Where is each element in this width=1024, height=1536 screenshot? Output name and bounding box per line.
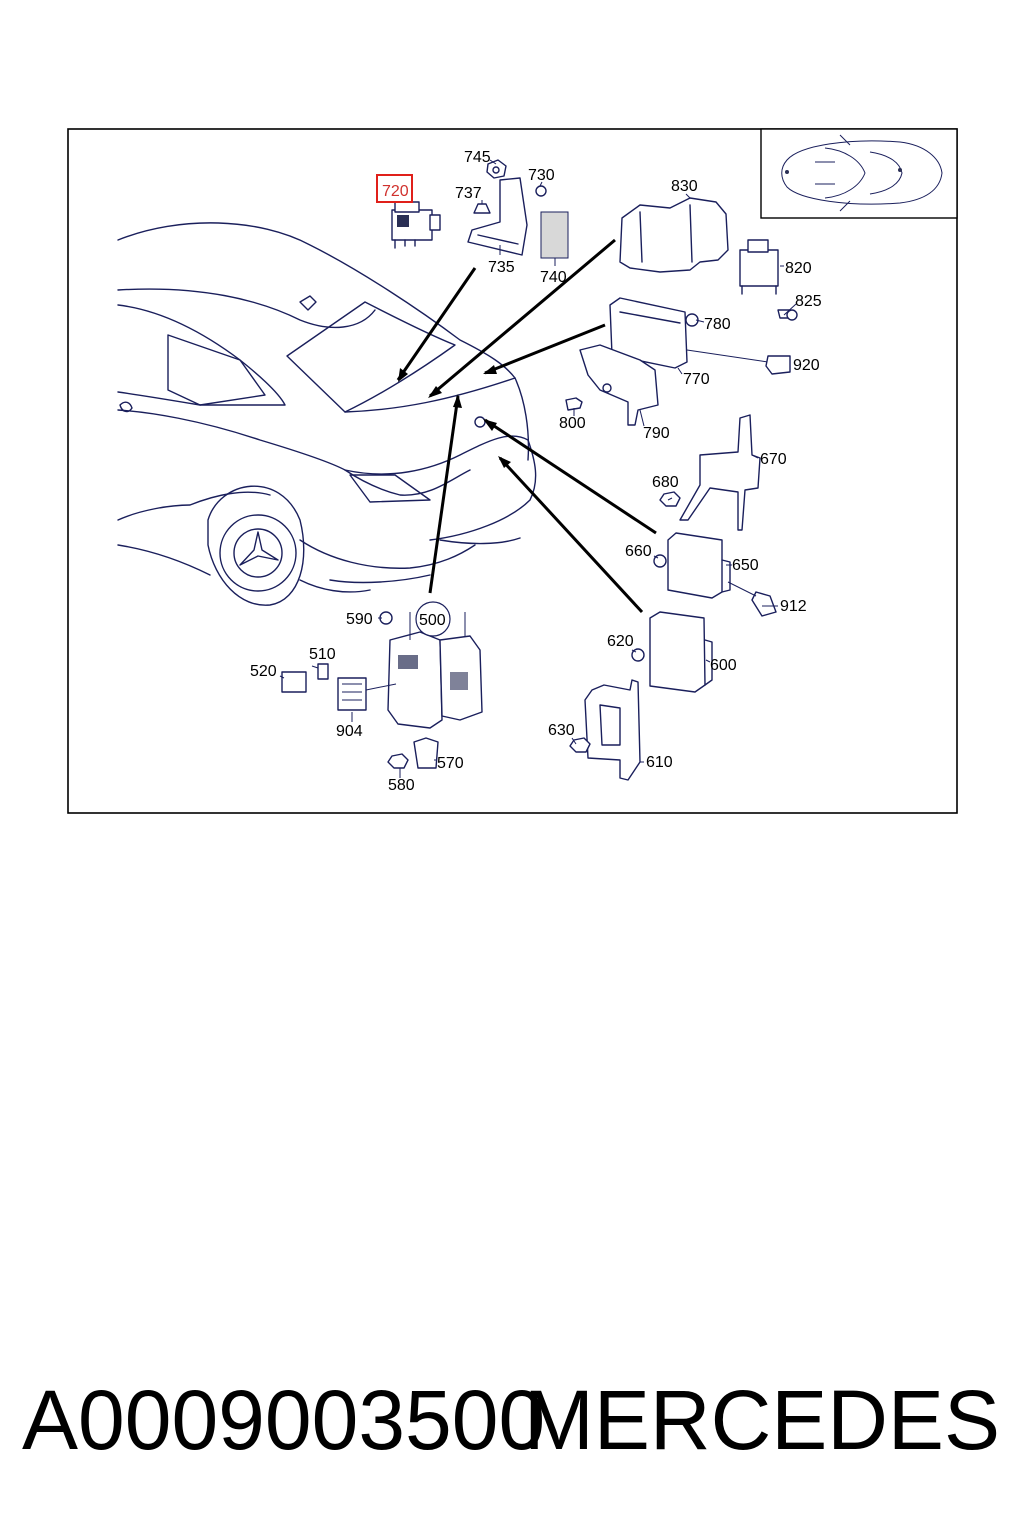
label-670: 670 (760, 451, 787, 468)
label-830: 830 (671, 178, 698, 195)
part-745-nut (486, 159, 507, 179)
label-500: 500 (419, 612, 446, 629)
pointer-arrows (396, 238, 657, 614)
vehicle-rear-view-drawing (117, 222, 537, 606)
label-737: 737 (455, 185, 482, 202)
label-770: 770 (683, 371, 710, 388)
label-825: 825 (795, 293, 822, 310)
part-800-bolt (565, 397, 583, 411)
part-510-fuse (317, 663, 329, 680)
brand-name: MERCEDES (523, 1373, 1000, 1467)
label-650: 650 (732, 557, 759, 574)
part-904-connector (337, 677, 397, 711)
label-580: 580 (388, 777, 415, 794)
label-904: 904 (336, 723, 363, 740)
label-510: 510 (309, 646, 336, 663)
part-737-clip (473, 203, 491, 214)
part-670-bracket (679, 414, 761, 531)
parts-diagram: 745 730 737 720 735 740 830 820 825 780 … (67, 128, 958, 814)
label-912: 912 (780, 598, 807, 615)
part-650-module (667, 532, 731, 599)
label-610: 610 (646, 754, 673, 771)
footer: A0009003500 MERCEDES (0, 1370, 1024, 1470)
label-740: 740 (540, 269, 567, 286)
label-745: 745 (464, 149, 491, 166)
vehicle-top-view-inset (760, 128, 958, 219)
label-520: 520 (250, 663, 277, 680)
label-620: 620 (607, 633, 634, 650)
label-735: 735 (488, 259, 515, 276)
part-730-nut (535, 185, 547, 197)
diagram-frame (67, 128, 958, 814)
part-735-bracket (467, 177, 528, 256)
label-600: 600 (710, 657, 737, 674)
leader-lines (279, 159, 797, 778)
label-630: 630 (548, 722, 575, 739)
label-730: 730 (528, 167, 555, 184)
part-500-fuse-box (387, 612, 483, 729)
part-720-relay-module (391, 201, 441, 249)
label-570: 570 (437, 755, 464, 772)
label-820: 820 (785, 260, 812, 277)
label-780: 780 (704, 316, 731, 333)
label-660: 660 (625, 543, 652, 560)
label-720: 720 (382, 183, 409, 200)
part-740-pad (540, 211, 569, 259)
part-number: A0009003500 (22, 1373, 546, 1467)
part-830-bracket (619, 197, 729, 273)
label-800: 800 (559, 415, 586, 432)
part-630-nut (569, 737, 591, 753)
label-920: 920 (793, 357, 820, 374)
part-820-module (739, 239, 779, 295)
part-580-nut (387, 753, 409, 769)
part-790-bracket (579, 344, 659, 426)
part-610-bracket (584, 679, 641, 781)
part-600-control-unit (649, 611, 713, 693)
part-912-connector (727, 581, 777, 617)
part-920-connector (765, 355, 791, 375)
label-790: 790 (643, 425, 670, 442)
part-520-connector (281, 671, 307, 693)
label-680: 680 (652, 474, 679, 491)
callout-circle-500 (415, 601, 451, 637)
label-590: 590 (346, 611, 373, 628)
part-570-bracket (413, 737, 439, 769)
highlight-box (376, 174, 413, 203)
